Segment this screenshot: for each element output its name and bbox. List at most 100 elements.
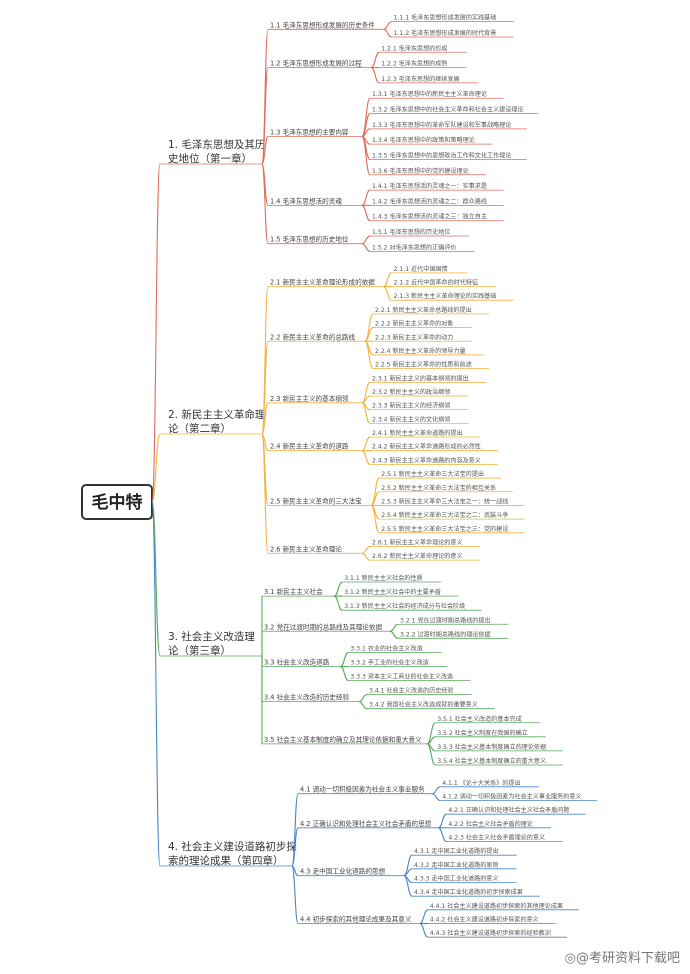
item-connector: [419, 909, 429, 925]
section-node: 2.6 新民主主义革命理论 2.6.1 新民主主义革命理论的意义 2.6.2 新民主…: [268, 538, 481, 561]
section-label: 1.5 毛泽东思想的历史地位: [270, 235, 349, 244]
item-label: 2.6.1 新民主主义革命理论的意义: [372, 538, 463, 546]
item-label: 2.5.1 新民主主义革命三大法宝的提出: [381, 470, 484, 478]
item-label: 2.2.5 新民主主义革命的性质和前途: [375, 361, 472, 369]
item-connector: [361, 204, 371, 222]
section-connector: [261, 67, 269, 165]
item-label: 1.3.4 毛泽东思想中的政策和策略理论: [372, 136, 475, 144]
section-label: 2.3 新民主主义的基本纲领: [270, 394, 349, 403]
item-label: 2.4.2 新民主主义革命道路形成的必然性: [372, 443, 481, 451]
section-label: 4.4 初步探索的其他理论成果及其意义: [300, 915, 412, 924]
item-connector: [419, 922, 429, 938]
item-label: 4.1.1 《论十大关系》的提出: [442, 779, 520, 787]
section-label: 1.2 毛泽东思想形成发展的过程: [270, 59, 362, 68]
item-label: 1.4.1 毛泽东思想活的灵魂之一：实事求是: [372, 182, 487, 190]
section-connector: [261, 163, 269, 245]
item-connector: [361, 450, 371, 465]
item-label: 2.3.3 新民主主义的经济纲领: [372, 402, 450, 410]
section-label: 3.1 新民主主义社会: [264, 587, 323, 596]
section-label: 2.2 新民主主义革命的总路线: [270, 332, 356, 341]
item-connector: [426, 743, 436, 766]
item-label: 3.1.2 新民主主义社会中的主要矛盾: [344, 588, 441, 596]
watermark-text: @考研资料下载吧: [575, 951, 680, 966]
chapter-title: 史地位（第一章）: [168, 152, 252, 165]
item-label: 4.2.2 社会主义社会矛盾的理论: [448, 820, 532, 828]
section-connector: [261, 402, 269, 435]
item-label: 3.5.2 社会主义制度在我国的确立: [437, 729, 528, 737]
item-label: 2.3.1 新民主主义的基本纲领的提出: [372, 374, 469, 382]
item-connector: [361, 235, 371, 245]
weibo-icon: ◎: [564, 951, 576, 966]
section-label: 1.1 毛泽东思想形成发展的历史条件: [270, 20, 375, 29]
item-label: 2.4.3 新民主主义革命道路的内容及意义: [372, 456, 481, 464]
item-label: 4.4.1 社会主义建设道路初步探索的其他理论成果: [430, 902, 563, 910]
item-label: 2.3.2 新民主主义的政治纲领: [372, 388, 450, 396]
item-label: 4.3.1 走中国工业化道路的提出: [414, 847, 498, 855]
section-node: 2.3 新民主主义的基本纲领 2.3.1 新民主主义的基本纲领的提出 2.3.2 新…: [268, 374, 487, 424]
chapter-branch-2: 2. 新民主主义革命理论（第二章）2.1 新民主主义革命理论形成的依据2.1.1…: [160, 265, 525, 561]
section-connector: [291, 827, 299, 867]
item-label: 2.5.4 新民主主义革命三大法宝之二：武装斗争: [381, 511, 508, 519]
section-node: 3.1 新民主主义社会 3.1.1 新民主主义社会的性质 3.1.2 新民主主义社会…: [262, 574, 482, 611]
chapter-title: 2. 新民主主义革命理: [168, 408, 266, 421]
item-connector: [432, 793, 441, 802]
chapter-title: 1. 毛泽东思想及其历: [168, 138, 265, 151]
watermark: ◎@考研资料下载吧: [565, 947, 680, 966]
chapter-title: 3. 社会主义改造理: [168, 630, 255, 643]
item-label: 2.6.2 新民主主义革命理论的意义: [372, 552, 463, 560]
item-connector: [389, 630, 399, 639]
item-label: 2.1.3 新民主主义革命理论的实践基础: [394, 292, 497, 300]
item-connector: [438, 813, 447, 829]
item-label: 3.3.3 资本主义工商业的社会主义改造: [350, 673, 453, 681]
item-connector: [340, 665, 349, 682]
item-label: 3.4.1 社会主义改造的历史经验: [369, 687, 453, 695]
chapter-connector: [151, 501, 161, 657]
item-label: 1.3.3 毛泽东思想中的革命军队建设和军事战略理论: [372, 121, 511, 129]
item-label: 2.5.3 新民主主义革命三大法宝之一：统一战线: [381, 497, 508, 505]
item-label: 3.1.1 新民主主义社会的性质: [344, 574, 422, 582]
item-label: 4.3.2 走中国工业化道路的原则: [414, 861, 498, 869]
item-label: 3.4.2 我国社会主义改造成就的重要意义: [369, 701, 478, 709]
item-connector: [361, 97, 371, 138]
item-label: 2.2.4 新民主主义革命的领导力量: [375, 347, 466, 355]
item-connector: [370, 504, 380, 534]
item-connector: [361, 545, 371, 554]
item-label: 1.5.1 毛泽东思想的历史地位: [372, 228, 450, 236]
item-label: 1.2.1 毛泽东思想的形成: [381, 44, 447, 52]
item-connector: [389, 623, 399, 632]
item-label: 2.5.5 新民主主义革命三大法宝之三：党的建设: [381, 525, 508, 533]
item-connector: [383, 28, 392, 38]
section-label: 1.4 毛泽东思想活的灵魂: [270, 196, 342, 205]
item-label: 3.3.2 手工业的社会主义改造: [350, 658, 428, 666]
section-label: 4.1 调动一切积极因素为社会主义事业服务: [300, 785, 425, 794]
item-label: 1.5.2 对毛泽东思想的正确评价: [372, 243, 456, 251]
chapter-connector: [151, 163, 161, 503]
item-connector: [383, 285, 392, 301]
item-label: 1.3.5 毛泽东思想中的思想政治工作和文化工作理论: [372, 151, 511, 159]
item-connector: [370, 67, 380, 84]
item-label: 2.2.2 新民主主义革命的对象: [375, 320, 453, 328]
item-label: 1.4.3 毛泽东思想活的灵魂之三：独立自主: [372, 213, 487, 221]
item-connector: [403, 875, 413, 897]
section-connector: [291, 865, 299, 925]
section-label: 2.6 新民主主义革命理论: [270, 544, 342, 553]
section-connector: [261, 433, 269, 554]
item-label: 1.3.6 毛泽东思想中的党的建设理论: [372, 167, 469, 175]
item-label: 2.3.4 新民主主义的文化纲领: [372, 415, 450, 423]
item-label: 1.2.3 毛泽东思想的继续发展: [381, 75, 459, 83]
item-connector: [383, 21, 392, 30]
item-label: 3.5.4 社会主义基本制度确立的重大意义: [437, 757, 546, 765]
chapter-connector: [151, 433, 161, 503]
item-connector: [361, 402, 371, 424]
item-connector: [361, 189, 371, 206]
